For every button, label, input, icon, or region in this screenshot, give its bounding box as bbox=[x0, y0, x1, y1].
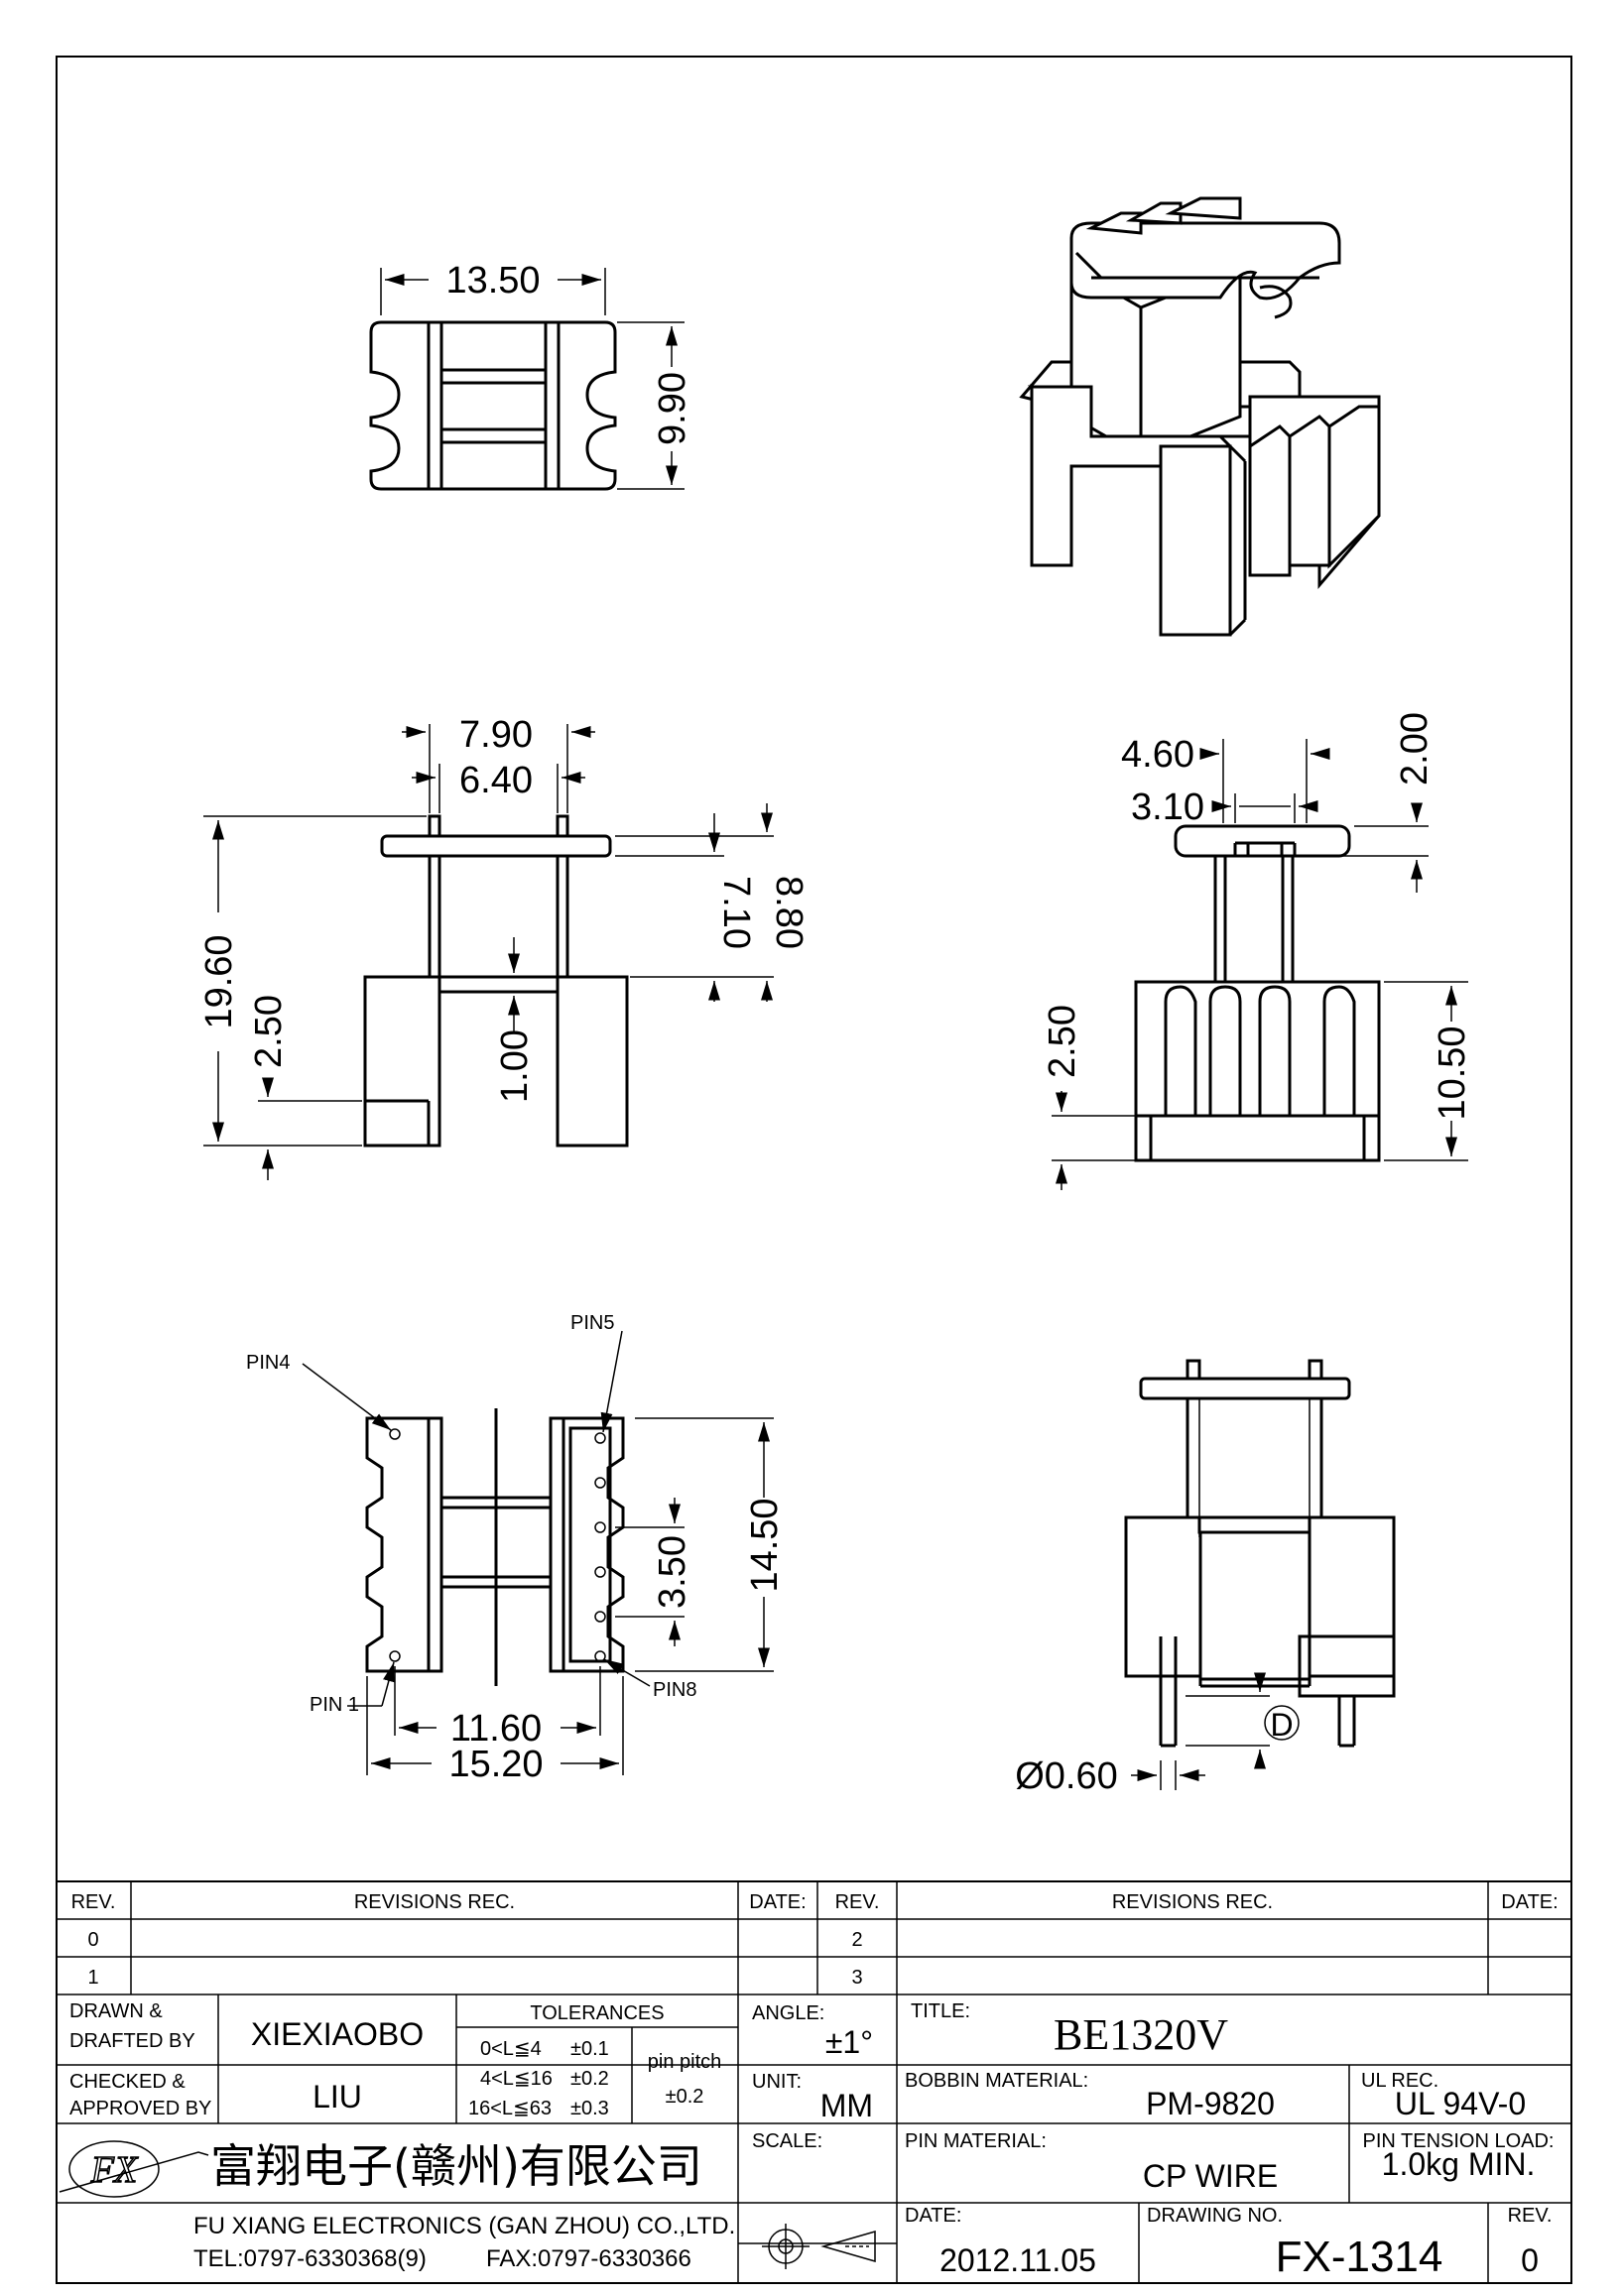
tol-range-0: 0<L≦4 bbox=[480, 2038, 542, 2060]
revisions-header-left: REVISIONS REC. bbox=[354, 1891, 515, 1913]
tol-value-1: ±0.2 bbox=[570, 2068, 609, 2090]
checked-value: LIU bbox=[312, 2079, 362, 2115]
tolerances-label: TOLERANCES bbox=[530, 2002, 664, 2024]
front-dim-4: 2.50 bbox=[248, 995, 290, 1068]
side-dim-4: 2.50 bbox=[1042, 1005, 1083, 1078]
pin-tension-label: PIN TENSION LOAD: bbox=[1362, 2130, 1554, 2152]
datum-d: D bbox=[1270, 1707, 1293, 1743]
top-view: 13.50 9.90 bbox=[369, 260, 693, 491]
angle-label: ANGLE: bbox=[752, 2002, 824, 2024]
side-dim-5: 10.50 bbox=[1432, 1026, 1473, 1120]
top-width-dim: 13.50 bbox=[445, 260, 540, 302]
rev-header-right: REV. bbox=[835, 1891, 880, 1913]
company-logo: FX bbox=[59, 2140, 209, 2198]
bottom-dim-2: 14.50 bbox=[744, 1498, 786, 1592]
rev-row-0: 0 bbox=[87, 1929, 98, 1951]
logo-text: FX bbox=[90, 2149, 139, 2191]
front-dim-7: 8.80 bbox=[768, 876, 810, 949]
date-header-right: DATE: bbox=[1501, 1891, 1558, 1913]
date-value: 2012.11.05 bbox=[939, 2242, 1096, 2278]
title-label: TITLE: bbox=[911, 2000, 970, 2022]
ul-value: UL 94V-0 bbox=[1395, 2086, 1526, 2121]
side-dim-3: 2.00 bbox=[1394, 712, 1436, 785]
rev-value: 0 bbox=[1521, 2242, 1539, 2278]
tol-value-2: ±0.3 bbox=[570, 2098, 609, 2119]
side-dim-1: 4.60 bbox=[1121, 734, 1194, 776]
bottom-dim-3: 11.60 bbox=[450, 1708, 542, 1750]
bottom-dim-1: 3.50 bbox=[652, 1535, 693, 1609]
company-tel: TEL:0797-6330368(9) bbox=[193, 2245, 427, 2272]
pin-pitch-value: ±0.2 bbox=[666, 2086, 704, 2108]
company-name-en: FU XIANG ELECTRONICS (GAN ZHOU) CO.,LTD. bbox=[193, 2213, 735, 2239]
pin-material-value: CP WIRE bbox=[1143, 2158, 1278, 2194]
title-block: REV. REVISIONS REC. DATE: REV. REVISIONS… bbox=[56, 1880, 1572, 2284]
bottom-dim-4: 15.20 bbox=[448, 1744, 543, 1785]
side-dim-2: 3.10 bbox=[1131, 786, 1204, 828]
tol-range-2: 16<L≦63 bbox=[468, 2098, 552, 2119]
front-view: 7.90 6.40 19.60 2.50 1.00 7.10 8.80 bbox=[198, 714, 810, 1180]
front-dim-3: 19.60 bbox=[198, 934, 240, 1028]
rev-row-3: 3 bbox=[851, 1967, 862, 1989]
bottom-view: 14.50 3.50 11.60 15.20 PIN4 PIN5 PIN 1 P… bbox=[246, 1312, 786, 1785]
front-dim-6: 7.10 bbox=[715, 876, 757, 949]
revisions-header-right: REVISIONS REC. bbox=[1112, 1891, 1273, 1913]
pin-tension-value: 1.0kg MIN. bbox=[1382, 2146, 1536, 2182]
pin-material-label: PIN MATERIAL: bbox=[905, 2130, 1047, 2152]
pin8-label: PIN8 bbox=[653, 1679, 696, 1701]
angle-value: ±1° bbox=[825, 2024, 873, 2060]
drawing-no-label: DRAWING NO. bbox=[1147, 2205, 1283, 2227]
drawn-label-1: DRAWN & bbox=[69, 2000, 163, 2022]
date-label: DATE: bbox=[905, 2205, 961, 2227]
front-dim-2: 6.40 bbox=[459, 760, 533, 801]
detail-view: D Ø0.60 bbox=[1015, 1359, 1396, 1797]
drawing-title: BE1320V bbox=[1054, 2010, 1228, 2059]
ul-label: UL REC. bbox=[1361, 2070, 1438, 2092]
tol-value-0: ±0.1 bbox=[570, 2038, 609, 2060]
isometric-view bbox=[1019, 196, 1381, 637]
company-fax: FAX:0797-6330366 bbox=[486, 2245, 691, 2272]
pin-pitch-label: pin pitch bbox=[648, 2051, 722, 2073]
unit-value: MM bbox=[820, 2088, 873, 2123]
bobbin-material-value: PM-9820 bbox=[1146, 2086, 1275, 2121]
detail-dim-1: Ø0.60 bbox=[1015, 1755, 1118, 1797]
rev-header-left: REV. bbox=[71, 1891, 116, 1913]
front-dim-1: 7.90 bbox=[459, 714, 533, 756]
pin4-label: PIN4 bbox=[246, 1352, 290, 1374]
rev-row-2: 2 bbox=[851, 1929, 862, 1951]
checked-label-1: CHECKED & bbox=[69, 2071, 186, 2093]
rev-label: REV. bbox=[1508, 2205, 1553, 2227]
drawing-no-value: FX-1314 bbox=[1276, 2233, 1443, 2281]
rev-row-1: 1 bbox=[87, 1967, 98, 1989]
sheet-border bbox=[56, 56, 1572, 2284]
projection-symbol bbox=[762, 2224, 876, 2269]
drawn-value: XIEXIAOBO bbox=[251, 2016, 424, 2052]
drawn-label-2: DRAFTED BY bbox=[69, 2030, 195, 2052]
bobbin-material-label: BOBBIN MATERIAL: bbox=[905, 2070, 1088, 2092]
pin1-label: PIN 1 bbox=[310, 1694, 359, 1716]
scale-label: SCALE: bbox=[752, 2130, 822, 2152]
checked-label-2: APPROVED BY bbox=[69, 2098, 211, 2119]
front-dim-5: 1.00 bbox=[494, 1029, 536, 1103]
date-header-left: DATE: bbox=[749, 1891, 806, 1913]
tol-range-1: 4<L≦16 bbox=[480, 2068, 553, 2090]
top-height-dim: 9.90 bbox=[652, 372, 693, 445]
side-view: 4.60 3.10 2.00 2.50 10.50 bbox=[1042, 712, 1473, 1190]
pin5-label: PIN5 bbox=[570, 1312, 614, 1334]
unit-label: UNIT: bbox=[752, 2071, 802, 2093]
company-name-cn: 富翔电子(赣州)有限公司 bbox=[210, 2139, 702, 2193]
